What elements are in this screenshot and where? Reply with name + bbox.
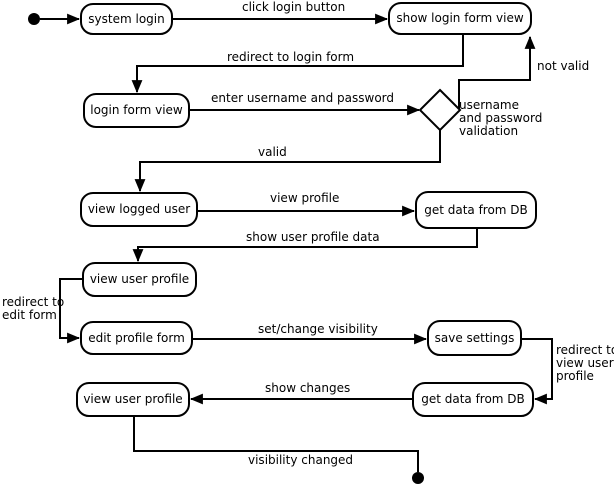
edge-show-user-profile-data [132, 229, 478, 263]
edge-label-show-changes: show changes [265, 381, 351, 395]
activity-system-login: system login [80, 3, 173, 35]
edge-label-show-user-profile-data: show user profile data [246, 230, 380, 244]
edge-label-redirect-to-view-user-profile-line-3: profile [556, 369, 594, 383]
edge-label-redirect-to-login-form: redirect to login form [227, 50, 355, 64]
decision-label-line-3: validation [459, 124, 519, 138]
decision-label-line-1: username [459, 98, 519, 112]
edge-label-redirect-to-view-user-profile: redirect to view user profile [556, 344, 614, 383]
edge-not-valid [458, 35, 536, 110]
activity-view-user-profile-2: view user profile [76, 382, 190, 417]
decision-diamond [418, 88, 462, 132]
edge-label-redirect-to-view-user-profile-line-1: redirect to [556, 343, 614, 357]
initial-node [28, 13, 40, 25]
activity-edit-profile-form: edit profile form [80, 321, 193, 355]
decision-label-line-2: and password [459, 111, 543, 125]
edge-redirect-to-view-user-profile [522, 338, 553, 405]
edge-label-click-login-button: click login button [242, 0, 346, 14]
edge-label-redirect-to-edit-form-line-1: redirect to [2, 295, 65, 309]
edge-label-redirect-to-edit-form-line-2: edit form [2, 308, 57, 322]
edge-label-redirect-to-edit-form: redirect to edit form [2, 296, 64, 322]
final-node [412, 472, 424, 484]
decision-label: username and password validation [459, 99, 542, 138]
edge-label-set-change-visibility: set/change visibility [258, 322, 378, 336]
edge-label-enter-username-and-password: enter username and password [211, 91, 394, 105]
edge-label-not-valid: not valid [537, 59, 590, 73]
edge-valid [134, 130, 441, 193]
activity-view-logged-user: view logged user [80, 192, 198, 227]
activity-view-user-profile-1: view user profile [82, 262, 197, 297]
edge-redirect-to-edit-form [59, 278, 82, 344]
activity-get-data-from-db-1: get data from DB [415, 191, 537, 229]
edge-redirect-to-login-form [131, 35, 464, 94]
edge-label-visibility-changed: visibility changed [248, 453, 354, 467]
activity-login-form-view: login form view [83, 93, 190, 128]
edge-visibility-changed [133, 417, 419, 472]
activity-save-settings: save settings [427, 320, 522, 356]
activity-get-data-from-db-2: get data from DB [412, 382, 534, 417]
edge-label-view-profile: view profile [270, 191, 340, 205]
edge-label-valid: valid [258, 145, 287, 159]
edge-label-redirect-to-view-user-profile-line-2: view user [556, 356, 614, 370]
activity-show-login-form-view: show login form view [388, 2, 532, 35]
